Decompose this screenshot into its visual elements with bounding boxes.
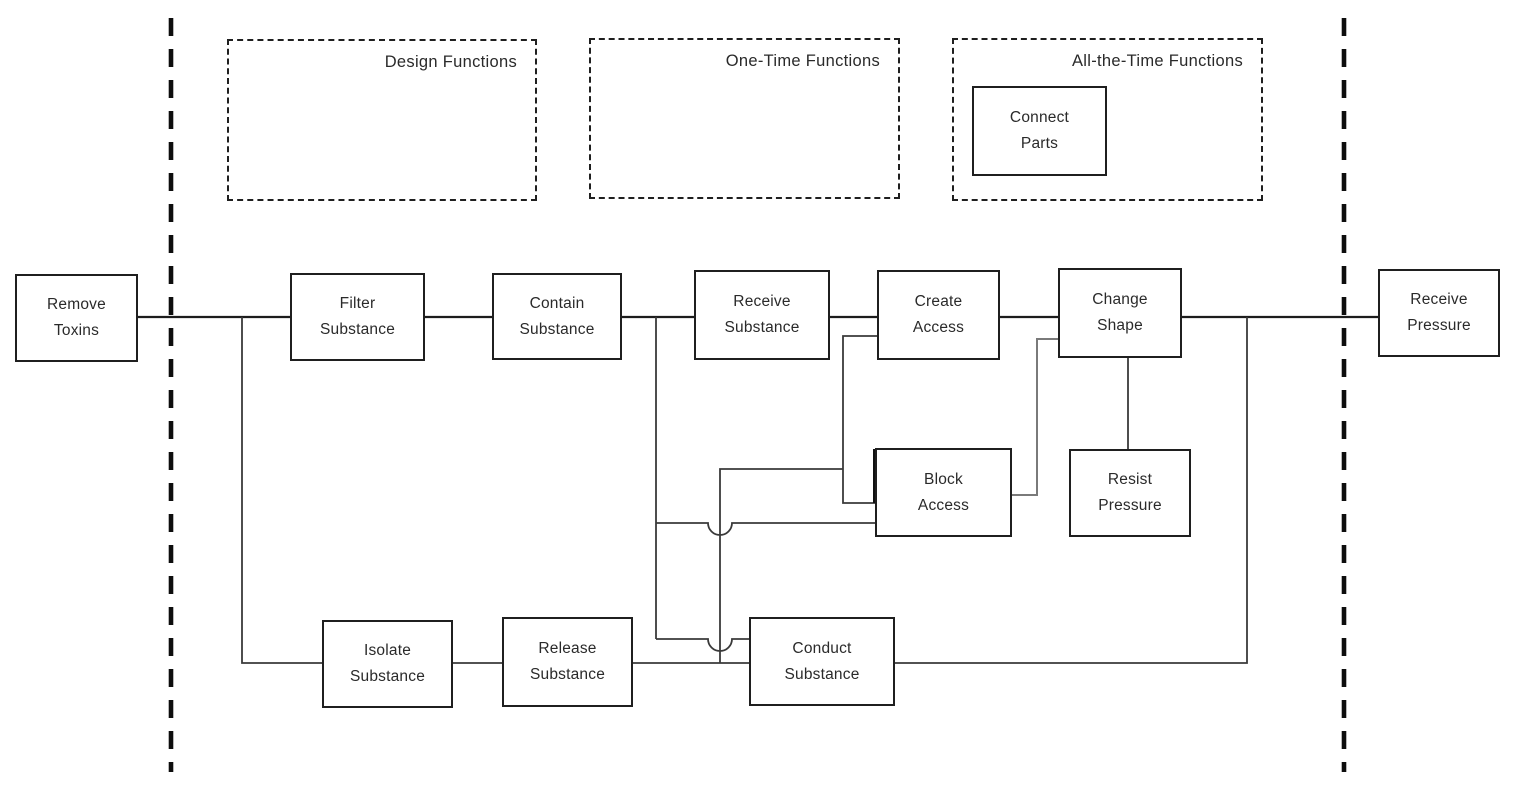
node-conduct-substance-label2: Substance	[784, 665, 860, 683]
node-change-shape-label: Change	[1092, 291, 1148, 308]
node-receive-substance-label2: Substance	[724, 319, 800, 336]
node-filter-substance: Filter Substance	[290, 273, 425, 361]
connector-create-to-block	[842, 335, 877, 504]
node-filter-substance-label2: Substance	[319, 321, 396, 338]
group-all-the-time-functions: All-the-Time Functions	[952, 38, 1263, 201]
node-resist-pressure-label: Resist	[1107, 471, 1153, 488]
node-connect-parts-label: Connect	[1009, 109, 1070, 126]
node-release-substance-label2: Substance	[529, 666, 606, 683]
node-receive-substance: Receive Substance	[694, 270, 830, 360]
node-block-access-label2: Access	[917, 496, 970, 514]
connector-to-block-access	[656, 522, 875, 536]
connector-branch-to-isolate	[241, 317, 322, 664]
node-connect-parts-label2: Parts	[1020, 135, 1059, 152]
node-remove-toxins-label2: Toxins	[53, 322, 100, 339]
node-change-shape-label2: Shape	[1097, 317, 1143, 334]
node-receive-pressure: Receive Pressure	[1378, 269, 1500, 357]
node-resist-pressure-label2: Pressure	[1098, 497, 1162, 514]
group-one-time-functions: One-Time Functions	[589, 38, 900, 199]
node-connect-parts: Connect Parts	[972, 86, 1107, 176]
node-conduct-substance-label: Conduct	[792, 639, 852, 657]
node-conduct-substance: Conduct Substance	[749, 617, 895, 706]
node-receive-pressure-label: Receive	[1410, 291, 1468, 308]
connector-to-conduct	[656, 638, 749, 652]
node-create-access: Create Access	[877, 270, 1000, 360]
node-create-access-label: Create	[914, 293, 963, 310]
node-remove-toxins-label: Remove	[47, 296, 106, 313]
node-filter-substance-label: Filter	[339, 295, 376, 312]
node-create-access-label2: Access	[912, 319, 965, 336]
node-isolate-substance-label: Isolate	[363, 642, 412, 659]
node-resist-pressure: Resist Pressure	[1069, 449, 1191, 537]
node-receive-pressure-label2: Pressure	[1407, 317, 1471, 334]
node-contain-substance: Contain Substance	[492, 273, 622, 360]
group-design-functions: Design Functions	[227, 39, 537, 201]
group-all-the-time-functions-title: All-the-Time Functions	[1071, 52, 1243, 70]
node-isolate-substance: Isolate Substance	[322, 620, 453, 708]
node-contain-substance-label: Contain	[529, 294, 585, 312]
node-isolate-substance-label2: Substance	[349, 668, 426, 685]
group-one-time-functions-title: One-Time Functions	[725, 52, 880, 70]
node-remove-toxins: Remove Toxins	[15, 274, 138, 362]
node-block-access: Block Access	[875, 448, 1012, 537]
connector-block-to-change	[1012, 338, 1058, 496]
node-release-substance-label: Release	[538, 640, 597, 657]
connector-conduct-return	[895, 317, 1248, 664]
connector-release-loop	[719, 468, 843, 663]
node-block-access-label: Block	[924, 470, 963, 488]
node-change-shape: Change Shape	[1058, 268, 1182, 358]
node-receive-substance-label: Receive	[733, 293, 791, 310]
group-design-functions-title: Design Functions	[384, 53, 517, 71]
node-contain-substance-label2: Substance	[519, 320, 595, 338]
node-release-substance: Release Substance	[502, 617, 633, 707]
